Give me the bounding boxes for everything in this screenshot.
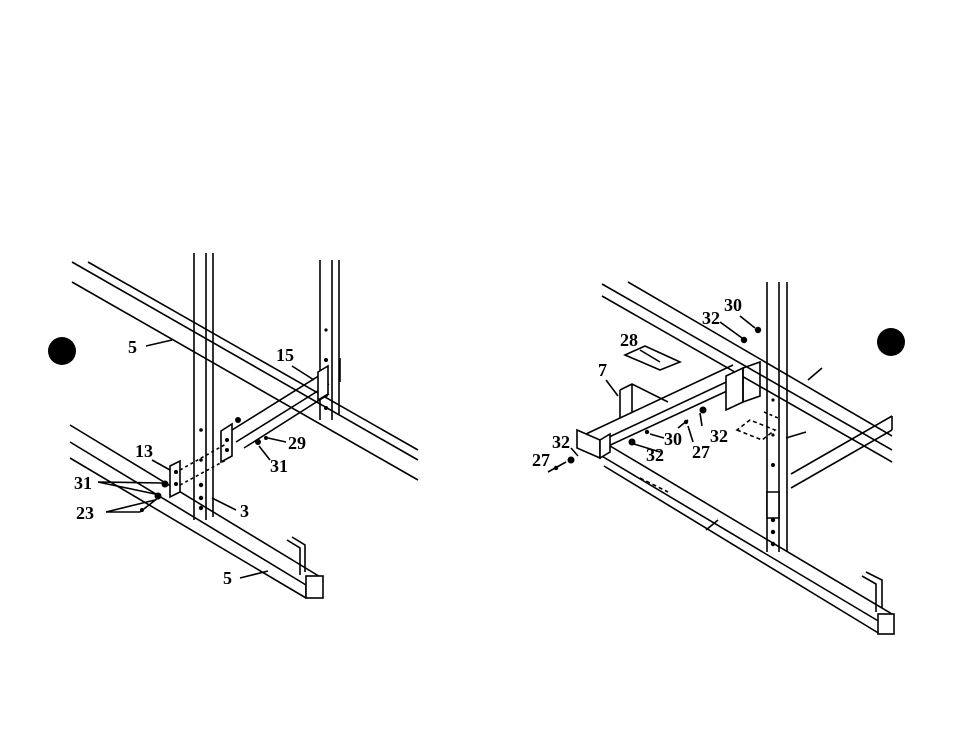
part-label-32-mid-right: 32 bbox=[710, 427, 728, 445]
part-label-31-nut-lower: 31 bbox=[74, 474, 92, 492]
step-marker-left bbox=[48, 337, 76, 365]
part-label-28: 28 bbox=[620, 331, 638, 349]
part-label-32-top: 32 bbox=[702, 309, 720, 327]
part-label-15-crossbar: 15 bbox=[276, 346, 294, 364]
part-label-32-left: 32 bbox=[552, 433, 570, 451]
part-label-32-mid: 32 bbox=[646, 446, 664, 464]
part-label-27-mid: 27 bbox=[692, 443, 710, 461]
part-label-29-bolt: 29 bbox=[288, 434, 306, 452]
part-label-5-front-rail: 5 bbox=[223, 569, 232, 587]
part-label-30-top: 30 bbox=[724, 296, 742, 314]
part-label-31-nut-upper: 31 bbox=[270, 457, 288, 475]
part-label-7-arm: 7 bbox=[598, 361, 607, 379]
part-label-27-left: 27 bbox=[532, 451, 550, 469]
part-label-13-bracket: 13 bbox=[135, 442, 153, 460]
part-label-3-upright: 3 bbox=[240, 502, 249, 520]
step-marker-right bbox=[877, 328, 905, 356]
part-label-30-mid: 30 bbox=[664, 430, 682, 448]
part-label-23-bolt: 23 bbox=[76, 504, 94, 522]
part-label-5-back-rail: 5 bbox=[128, 338, 137, 356]
